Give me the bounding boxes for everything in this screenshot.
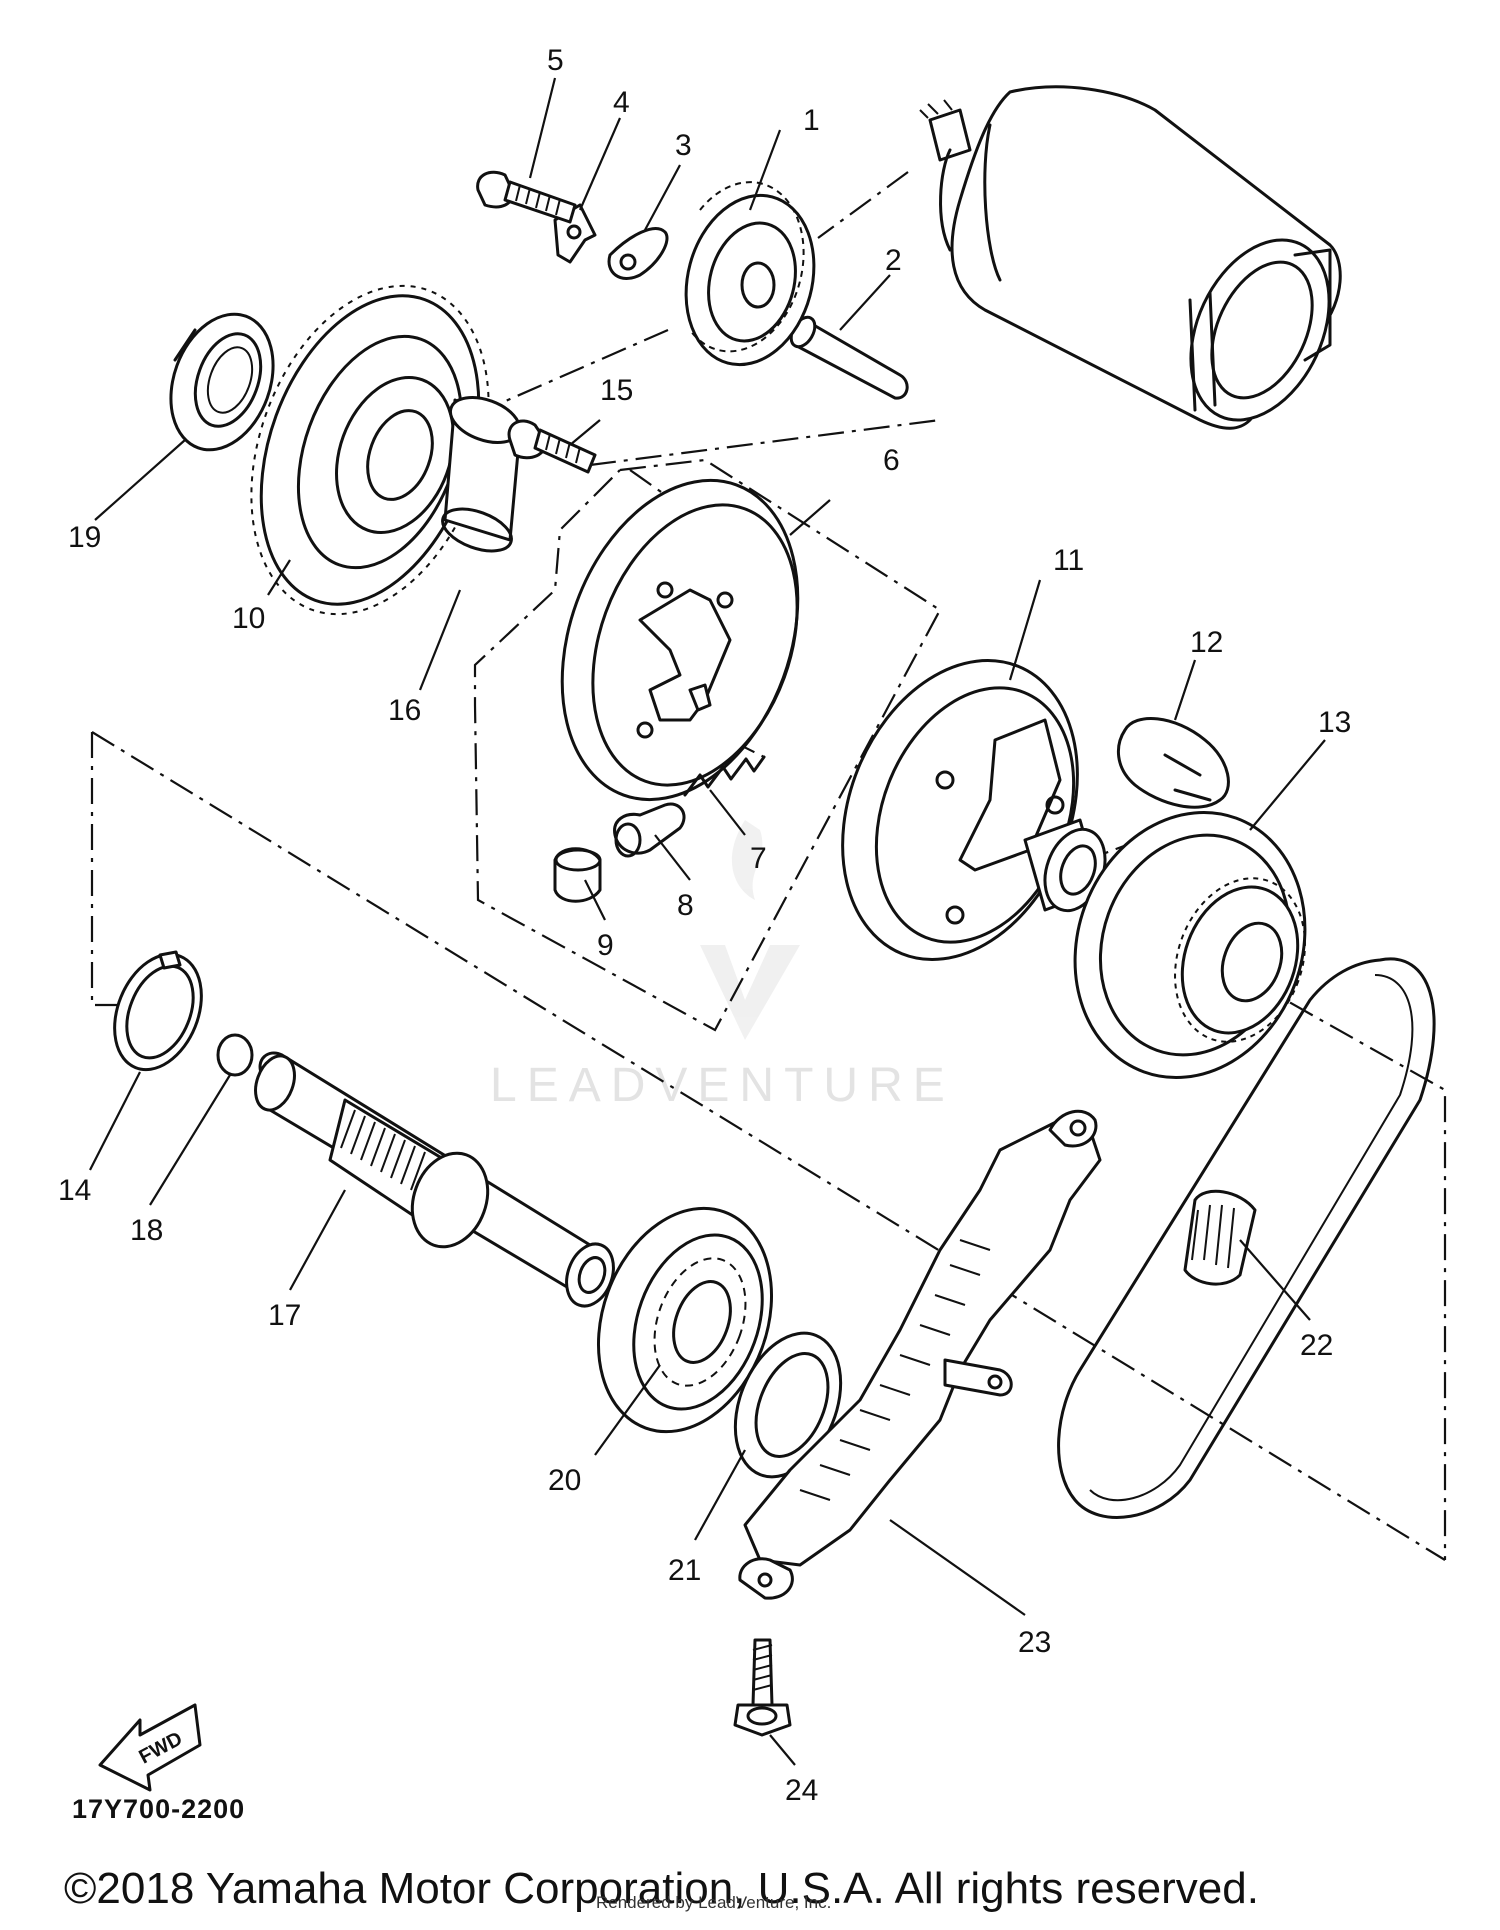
- circlip: [113, 950, 203, 1072]
- part-label-2: 2: [885, 244, 902, 277]
- roller: [553, 847, 602, 903]
- part-label-20: 20: [548, 1464, 581, 1497]
- part-label-3: 3: [675, 129, 692, 162]
- bushing: [441, 396, 522, 553]
- part-label-13: 13: [1318, 706, 1351, 739]
- part-label-9: 9: [597, 929, 614, 962]
- starter-motor: [919, 85, 1342, 430]
- part-label-4: 4: [613, 86, 630, 119]
- clutch-assembly-outline: [473, 458, 942, 1032]
- part-label-16: 16: [388, 694, 421, 727]
- fwd-arrow-icon: FWD: [98, 1703, 202, 1792]
- collar: [1116, 717, 1230, 809]
- clutch-outer: [560, 478, 800, 802]
- shaft: [254, 1051, 615, 1308]
- lock-washer: [607, 227, 669, 280]
- bolt-15: [507, 419, 597, 474]
- part-labels: 1 2 3 4 5 6 7 8 9 10 11 12 13 14 15 16 1…: [58, 44, 1351, 1807]
- render-credit: Rendered by LeadVenture, Inc.: [596, 1893, 832, 1912]
- shim: [1183, 1189, 1257, 1286]
- part-label-22: 22: [1300, 1329, 1333, 1362]
- bolt-5: [476, 170, 577, 224]
- part-label-18: 18: [130, 1214, 163, 1247]
- bearing-19: [169, 312, 275, 452]
- starter-wheel-gear: [1073, 810, 1307, 1080]
- clutch-hub: [841, 658, 1107, 962]
- watermark: LEADVENTURE: [490, 1059, 955, 1112]
- part-label-5: 5: [547, 44, 564, 77]
- part-label-11: 11: [1053, 544, 1084, 577]
- wheel-gear: [250, 284, 490, 616]
- part-label-8: 8: [677, 889, 694, 922]
- pin: [789, 315, 909, 400]
- plunger: [613, 802, 686, 858]
- bolt-24: [733, 1638, 792, 1737]
- part-label-17: 17: [268, 1299, 301, 1332]
- watermark-logo: [700, 820, 800, 1040]
- ball: [216, 1033, 254, 1077]
- part-label-1: 1: [803, 104, 820, 137]
- idler-gear: [684, 181, 816, 367]
- part-label-6: 6: [883, 444, 900, 477]
- oil-seal: [733, 1331, 843, 1479]
- part-label-21: 21: [668, 1554, 701, 1587]
- bearing-20: [596, 1206, 774, 1434]
- part-label-15: 15: [600, 374, 633, 407]
- chain-guide: [738, 1109, 1102, 1600]
- spring: [683, 755, 766, 797]
- part-label-24: 24: [785, 1774, 818, 1807]
- part-label-12: 12: [1190, 626, 1223, 659]
- diagram-code: 17Y700-2200: [72, 1794, 246, 1824]
- part-label-19: 19: [68, 521, 101, 554]
- copyright-notice: ©2018 Yamaha Motor Corporation, U.S.A. A…: [64, 1864, 1259, 1913]
- gasket: [1057, 957, 1436, 1519]
- part-label-10: 10: [232, 602, 265, 635]
- part-label-23: 23: [1018, 1626, 1051, 1659]
- part-label-14: 14: [58, 1174, 91, 1207]
- part-label-7: 7: [750, 842, 767, 875]
- leader-lines: [89, 77, 1326, 1766]
